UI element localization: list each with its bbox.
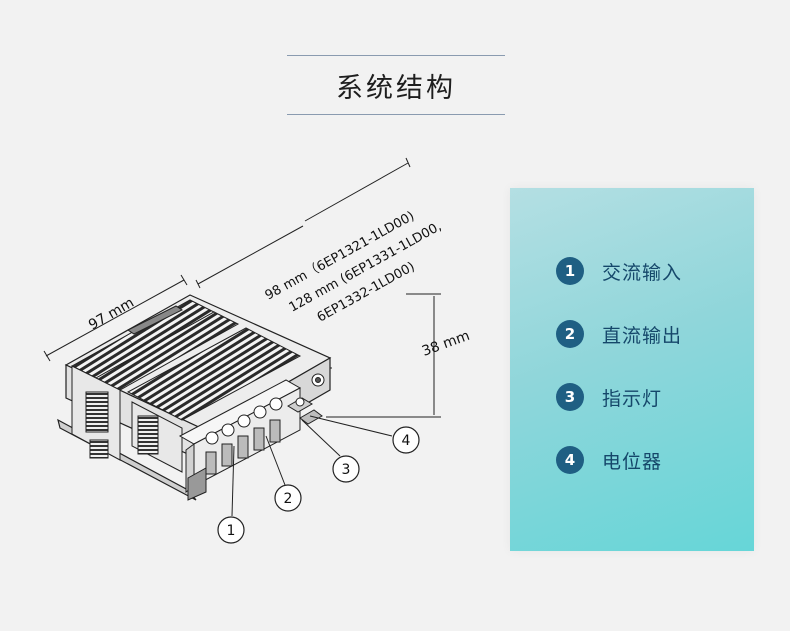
legend-badge-4: 4 bbox=[556, 446, 584, 474]
dimension-width-label: 97 mm bbox=[86, 295, 137, 334]
callout-2-text: 2 bbox=[284, 491, 293, 507]
legend-item-dc-output: 2 直流输出 bbox=[556, 320, 682, 348]
callout-4 bbox=[392, 426, 420, 454]
terminal-block bbox=[178, 379, 302, 501]
legend-item-indicator: 3 指示灯 bbox=[556, 383, 662, 411]
dimension-height-label: 38 mm bbox=[420, 328, 472, 360]
callout-4-text: 4 bbox=[402, 433, 411, 449]
legend-badge-1: 1 bbox=[556, 257, 584, 285]
title-frame: 系统结构 bbox=[287, 55, 505, 115]
legend-panel: 1 交流输入 2 直流输出 3 指示灯 4 电位器 bbox=[510, 188, 754, 551]
left-module bbox=[70, 299, 240, 461]
callout-3 bbox=[332, 455, 360, 483]
callout-1-text: 1 bbox=[227, 523, 236, 539]
legend-label-3: 指示灯 bbox=[602, 387, 663, 410]
legend-badge-2: 2 bbox=[556, 320, 584, 348]
page-title: 系统结构 bbox=[336, 72, 456, 104]
callout-1 bbox=[217, 516, 245, 544]
legend-item-potentiometer: 4 电位器 bbox=[556, 446, 662, 474]
callout-2 bbox=[274, 484, 302, 512]
legend-label-4: 电位器 bbox=[602, 450, 663, 473]
led-and-pot bbox=[287, 373, 325, 425]
legend-label-1: 交流输入 bbox=[602, 261, 683, 284]
callout-3-text: 3 bbox=[342, 462, 351, 478]
legend-badge-3: 3 bbox=[556, 383, 584, 411]
legend-item-ac-input: 1 交流输入 bbox=[556, 257, 682, 285]
right-module bbox=[126, 305, 302, 473]
legend-label-2: 直流输出 bbox=[602, 324, 683, 347]
leader-lines bbox=[231, 415, 393, 517]
